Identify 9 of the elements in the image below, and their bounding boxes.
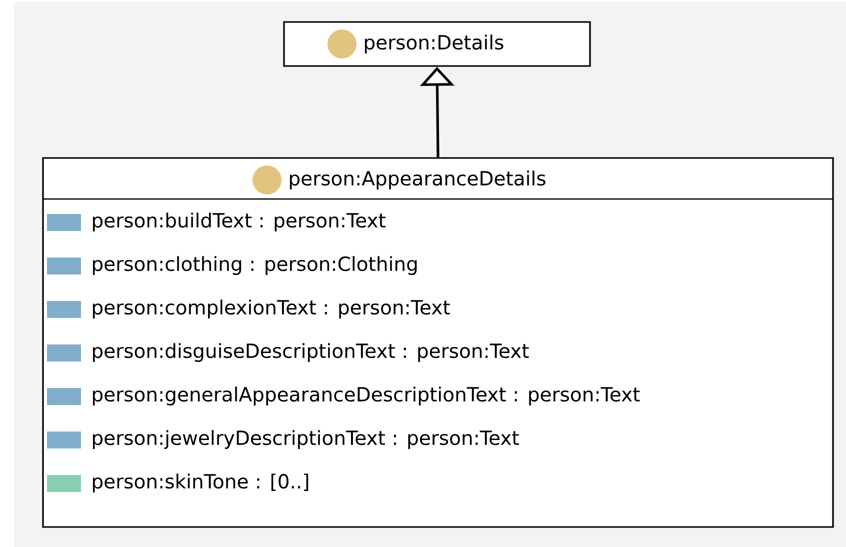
attribute-text: person:disguiseDescriptionText : person:Text <box>92 343 529 362</box>
class-name: person:AppearanceDetails <box>290 170 546 190</box>
attribute-text: person:skinTone : [0..] <box>92 474 308 492</box>
attribute-text: person:buildText : person:Text <box>92 212 386 232</box>
attribute-text: person:generalAppearanceDescriptionText : person:Text <box>92 386 640 406</box>
attribute-text: person:complexionText : person:Text <box>92 300 450 318</box>
attribute-text: person:jewelryDescriptionText : person:Text <box>92 430 519 449</box>
class-name: person:Details <box>364 34 504 54</box>
attribute-text: person:clothing : person:Clothing <box>92 256 417 275</box>
